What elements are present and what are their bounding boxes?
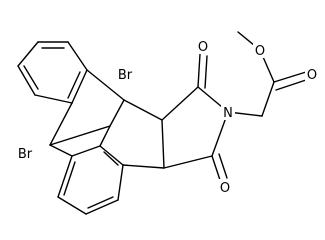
lower-benzene-ring: [57, 145, 124, 215]
bicyclic-bridge: [49, 69, 165, 169]
bromine-atom-lower: Br: [18, 147, 33, 162]
ester-side-chain: [227, 31, 307, 117]
oxygen-atom-lower-carbonyl: O: [220, 181, 230, 196]
oxygen-atom-upper-carbonyl: O: [198, 40, 208, 55]
bromine-atom-upper: Br: [118, 68, 133, 83]
nitrogen-atom-imide: N: [223, 106, 233, 121]
oxygen-atom-ester-ether: O: [255, 44, 265, 59]
upper-benzene-ring: [17, 41, 88, 104]
oxygen-atom-ester-carbonyl: O: [307, 68, 317, 83]
imide-ring: [161, 53, 229, 181]
atom-labels: Br Br O O O O N: [14, 38, 319, 196]
